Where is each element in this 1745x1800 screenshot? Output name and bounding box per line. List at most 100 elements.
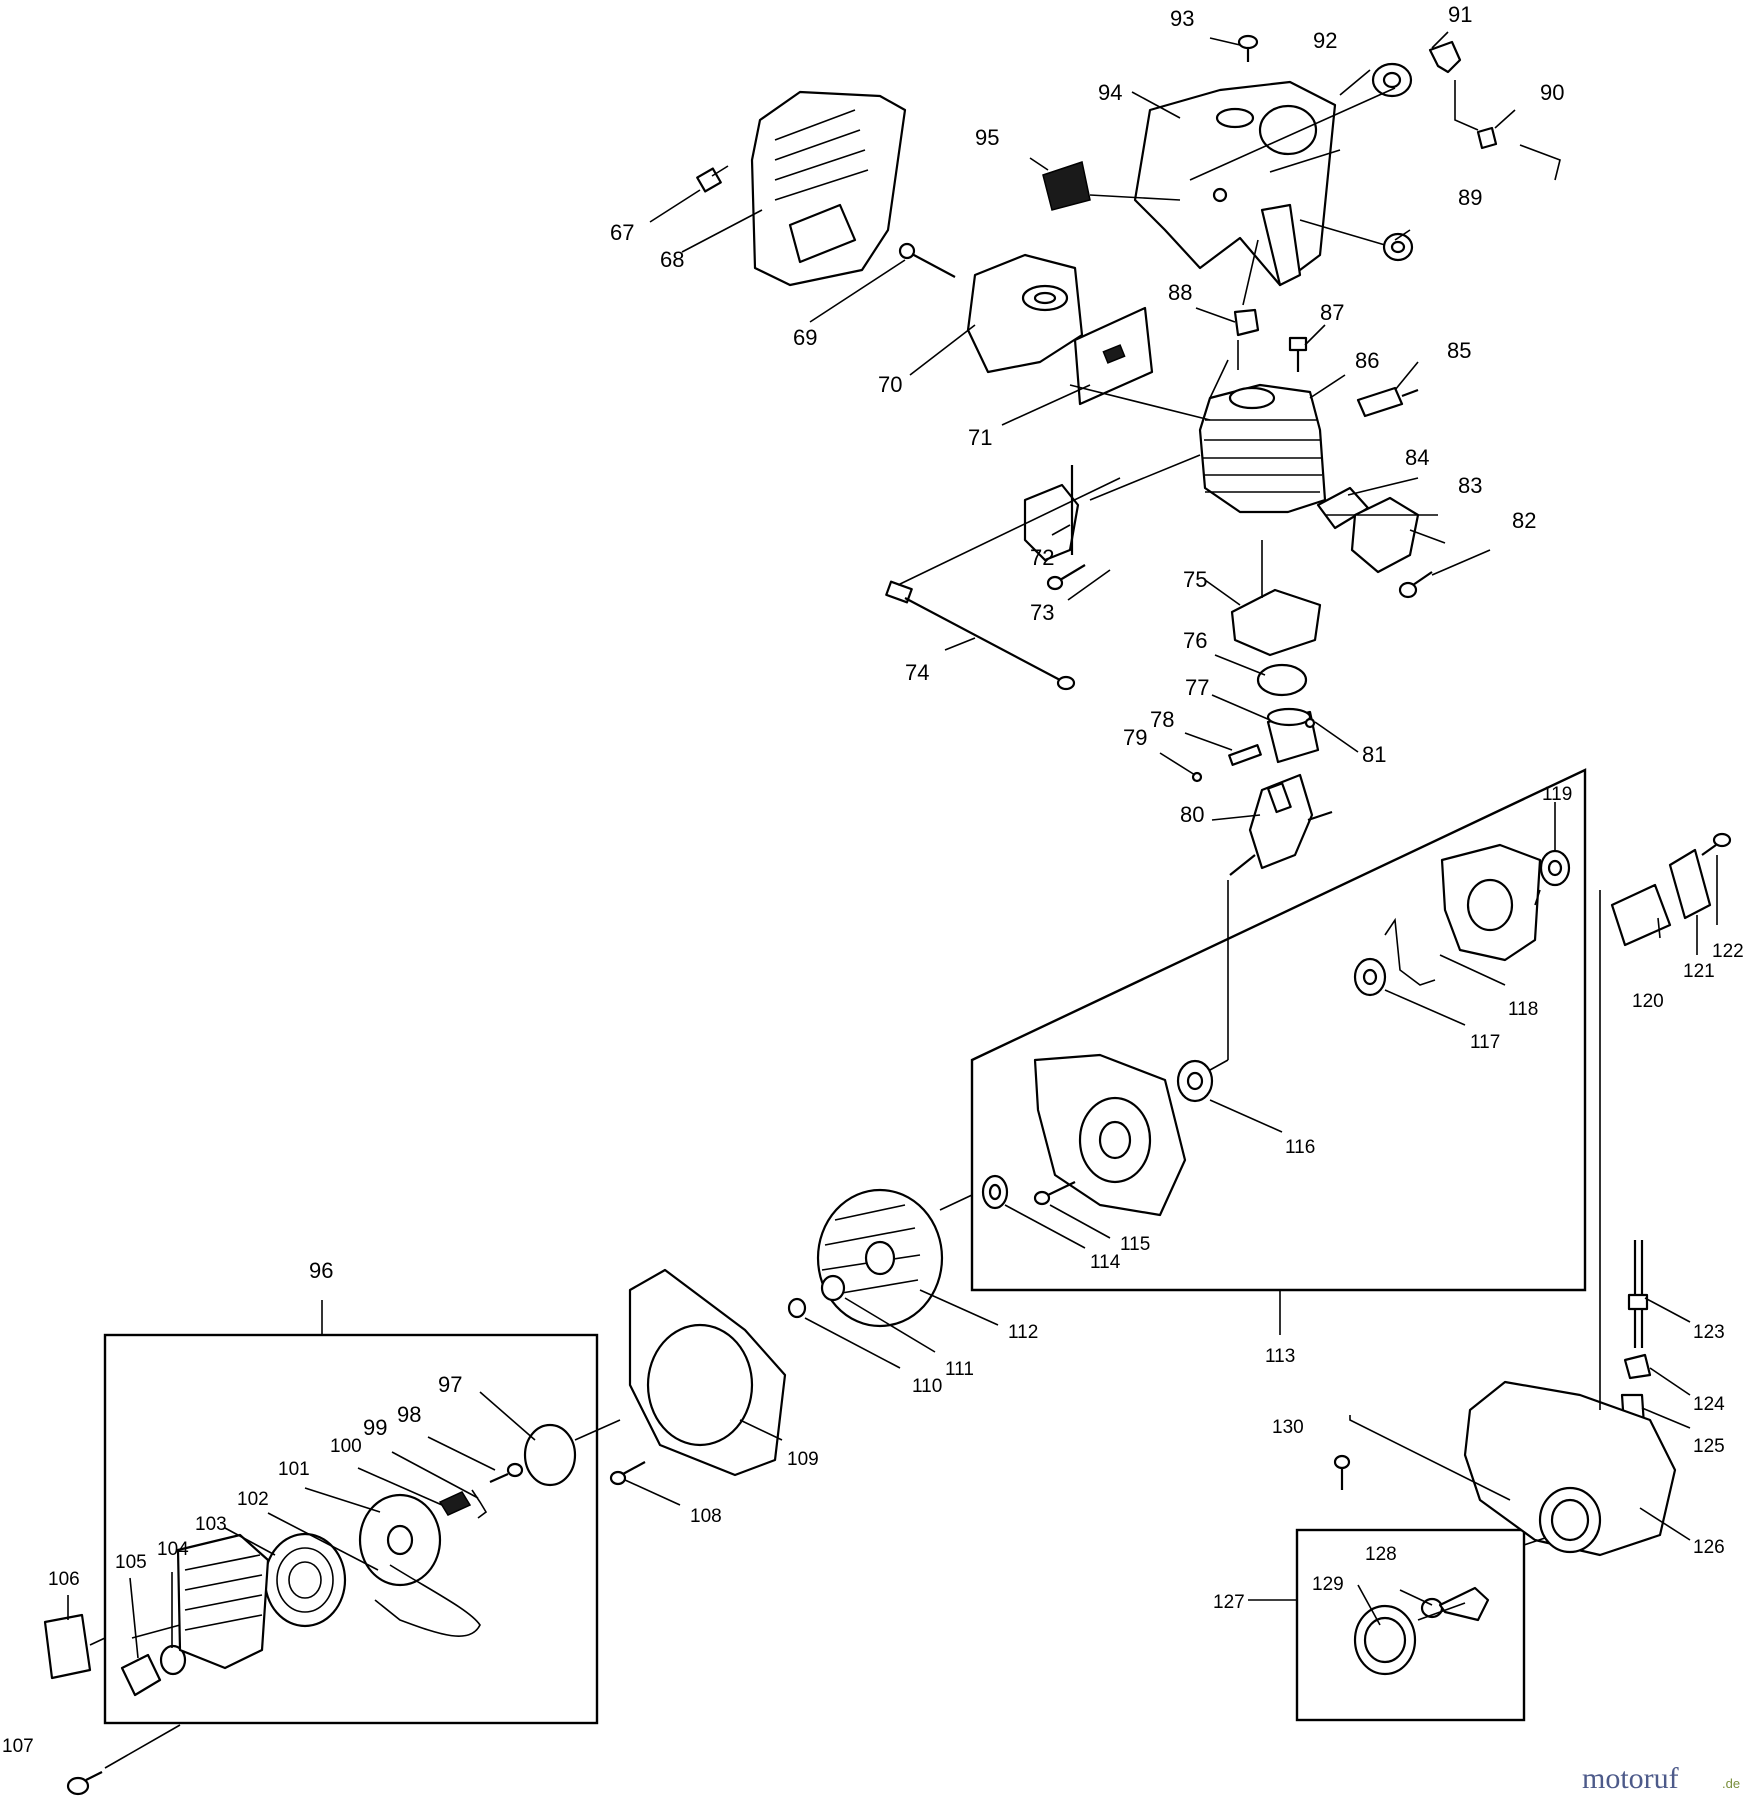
fuel-filter-clip-124-part <box>1623 1353 1652 1380</box>
callout-129: 129 <box>1312 1574 1344 1595</box>
callout-112: 112 <box>1008 1322 1038 1343</box>
starter-rope-part <box>374 1564 481 1637</box>
callout-84: 84 <box>1405 445 1429 470</box>
piston-pin-part <box>1228 744 1262 766</box>
callout-123: 123 <box>1693 1322 1725 1343</box>
crankcase-half-front-part <box>1033 1053 1187 1217</box>
plug-88-part <box>1233 308 1260 337</box>
nut-110-part <box>787 1297 807 1319</box>
callout-104: 104 <box>157 1539 189 1560</box>
spring-99-part <box>471 1489 488 1519</box>
grommet-92-part <box>1371 62 1413 98</box>
callout-121: 121 <box>1683 961 1715 982</box>
callout-83: 83 <box>1458 473 1482 498</box>
washer-111-part <box>820 1274 846 1302</box>
callout-113: 113 <box>1265 1346 1295 1367</box>
callout-111: 111 <box>945 1359 974 1380</box>
name-plate-part <box>43 1613 92 1680</box>
callout-87: 87 <box>1320 300 1344 325</box>
callout-82: 82 <box>1512 508 1536 533</box>
fuel-tank-part <box>1463 1380 1677 1557</box>
callout-120: 120 <box>1632 991 1664 1012</box>
piston-part <box>1266 707 1320 764</box>
callout-126: 126 <box>1693 1537 1725 1558</box>
screw-87-part <box>1288 336 1308 372</box>
callout-130: 130 <box>1272 1417 1304 1438</box>
leader-lines <box>67 31 1718 1769</box>
starter-pulley-part <box>358 1493 442 1587</box>
callout-71: 71 <box>968 425 992 450</box>
bolt-108-part <box>609 1461 646 1486</box>
bolt-73-part <box>1046 564 1086 591</box>
muffler-part <box>966 253 1084 374</box>
fitting-91-part <box>1428 40 1462 74</box>
callout-77: 77 <box>1185 675 1209 700</box>
bolt-115-part <box>1033 1181 1076 1206</box>
piston-ring-part <box>1256 663 1308 697</box>
bearing-117-part <box>1353 957 1387 997</box>
pin-clip-81-part <box>1304 717 1316 729</box>
fuel-cap-part <box>1353 1604 1417 1676</box>
callout-117: 117 <box>1470 1032 1500 1053</box>
callout-116: 116 <box>1285 1137 1315 1158</box>
callout-97: 97 <box>438 1372 462 1397</box>
crankcase-half-118-part <box>1384 843 1542 986</box>
callout-72: 72 <box>1030 545 1054 570</box>
callout-115: 115 <box>1120 1234 1150 1255</box>
callout-96: 96 <box>309 1258 333 1283</box>
bolt-69-part <box>898 242 956 278</box>
oil-seal-114-part <box>981 1174 1009 1210</box>
callout-110: 110 <box>912 1376 942 1397</box>
recoil-spring-part <box>263 1532 347 1628</box>
callout-68: 68 <box>660 247 684 272</box>
cylinder-gasket-part <box>1230 588 1322 657</box>
fuel-cap-assembly-box-127 <box>1295 1528 1526 1722</box>
callout-76: 76 <box>1183 628 1207 653</box>
fuel-pipe-123-part <box>1627 1240 1649 1348</box>
washer-104-part <box>159 1644 187 1676</box>
callout-99: 99 <box>363 1415 387 1440</box>
crankcase-kit-box-113 <box>970 768 1587 1292</box>
bearing-116-part <box>1176 1059 1214 1103</box>
callout-119: 119 <box>1542 784 1572 805</box>
callout-74: 74 <box>905 660 929 685</box>
callout-67: 67 <box>610 220 634 245</box>
muffler-cover-part <box>750 90 907 287</box>
insulator-part <box>1350 496 1420 574</box>
callout-89: 89 <box>1458 185 1482 210</box>
callout-81: 81 <box>1362 742 1386 767</box>
callout-105: 105 <box>115 1552 147 1573</box>
callout-69: 69 <box>793 325 817 350</box>
callout-125: 125 <box>1693 1436 1725 1457</box>
muffler-gasket-part <box>1073 306 1154 406</box>
watermark: motoruf .de <box>1582 1762 1740 1795</box>
callout-95: 95 <box>975 125 999 150</box>
callout-92: 92 <box>1313 28 1337 53</box>
callout-94: 94 <box>1098 80 1122 105</box>
spark-plug-part <box>1356 386 1419 418</box>
starter-case-part <box>176 1533 270 1670</box>
cover-cushion-part <box>1042 161 1091 211</box>
callout-80: 80 <box>1180 802 1204 827</box>
callout-102: 102 <box>237 1489 269 1510</box>
screw-107-part <box>66 1771 103 1796</box>
bolt-82-part <box>1398 571 1433 599</box>
gasket-121-part <box>1668 848 1712 920</box>
callout-100: 100 <box>330 1436 362 1457</box>
callouts: 67 68 69 70 71 72 73 74 75 76 77 78 79 8… <box>2 2 1744 1757</box>
starter-handle-part <box>120 1653 162 1697</box>
ignition-lead-part <box>885 580 1076 691</box>
callout-127: 127 <box>1213 1592 1245 1613</box>
callout-90: 90 <box>1540 80 1564 105</box>
callout-78: 78 <box>1150 707 1174 732</box>
bolt-122-part <box>1701 832 1732 856</box>
cylinder-part <box>1198 383 1327 514</box>
crankshaft-part <box>1229 773 1333 876</box>
callout-124: 124 <box>1693 1394 1725 1415</box>
callout-103: 103 <box>195 1514 227 1535</box>
callout-86: 86 <box>1355 348 1379 373</box>
callout-73: 73 <box>1030 600 1054 625</box>
callout-107: 107 <box>2 1736 34 1757</box>
callout-114: 114 <box>1090 1252 1121 1273</box>
